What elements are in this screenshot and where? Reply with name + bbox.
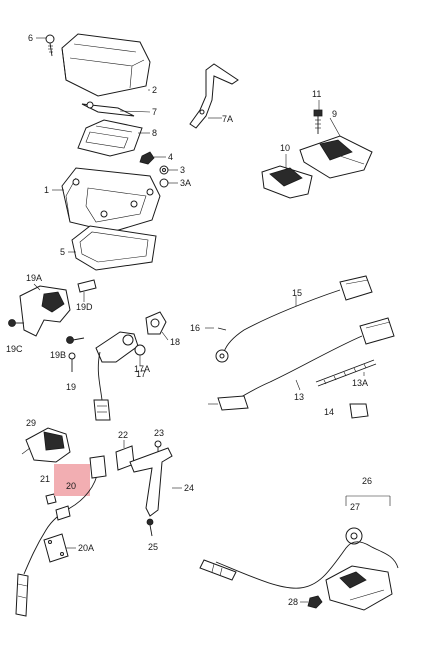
grommet-27-icon [345,527,363,545]
plug-15-icon [223,275,373,353]
callout-19a: 19A [26,273,42,283]
clip-14-icon [349,403,369,419]
plug-13-icon [208,317,395,411]
callout-6: 6 [28,33,33,43]
callout-2: 2 [152,85,157,95]
bracket-7a-icon [189,63,239,129]
clip-21-icon [45,493,57,505]
sensor-assembly-17 [8,279,169,421]
callout-23: 23 [154,428,164,438]
nut-3-icon [159,165,169,175]
callout-17: 17 [136,369,146,379]
sensor-20-icon [15,455,107,617]
oring-17a-icon [134,344,146,366]
screw-6-icon [45,34,55,57]
callout-19: 19 [66,382,76,392]
callout-7: 7 [152,107,157,117]
callout-13: 13 [294,392,304,402]
callout-22: 22 [118,430,128,440]
callout-1: 1 [44,185,49,195]
relay-10-icon [261,154,313,199]
callout-labels: 6 2 7 7A 8 4 3 3A 1 5 11 9 10 19A 19D 19… [6,33,372,607]
callout-29: 29 [26,418,36,428]
callout-26: 26 [362,476,372,486]
connector-16-icon [205,327,229,363]
screw-19c-icon [8,319,24,327]
callout-19b: 19B [50,350,66,360]
callout-27: 27 [350,502,360,512]
sensor-assembly-26 [199,495,399,611]
callout-3a: 3A [180,178,191,188]
callout-14: 14 [324,407,334,417]
callout-28: 28 [288,597,298,607]
callout-7a: 7A [222,114,233,124]
bolt-11-icon [313,100,323,134]
bracket-19a-icon [19,283,71,337]
callout-4: 4 [168,152,173,162]
housing-1-icon [61,167,161,233]
clip-7-icon [81,101,135,117]
callout-24: 24 [184,483,194,493]
callout-10: 10 [280,143,290,153]
sensor-assembly-20 [15,427,182,617]
seal-5-icon [71,225,157,271]
callout-19d: 19D [76,302,93,312]
bolt-25-icon [146,518,154,537]
callout-25: 25 [148,542,158,552]
ecu-box-assembly [36,33,178,271]
sensor-26-icon [199,541,399,611]
washer-18-icon [145,311,169,341]
callout-3: 3 [180,165,185,175]
callout-13a: 13A [352,378,368,388]
callout-21: 21 [40,474,50,484]
callout-18: 18 [170,337,180,347]
screw-19b-icon [66,336,85,344]
nut-28-icon [300,595,323,609]
callout-17a: 17A [134,364,150,374]
bracket-24-icon [129,447,182,517]
sleeve-13a-icon [315,359,377,387]
bolt-19-icon [68,352,76,372]
callout-8: 8 [152,128,157,138]
nut-4-icon [139,151,155,165]
callout-11: 11 [312,89,321,99]
callout-15: 15 [292,288,302,298]
sensor-17-icon [93,331,139,421]
ecu-8-icon [77,119,143,157]
bracket-9-icon [299,117,373,179]
relay-assembly [261,100,373,199]
callout-9: 9 [332,109,337,119]
lambda-sensor-cable [205,275,395,419]
callout-16: 16 [190,323,200,333]
highlight-20 [54,464,90,496]
callout-19c: 19C [6,344,23,354]
callout-20a: 20A [78,543,94,553]
washer-3a-icon [159,178,169,188]
callout-20: 20 [66,481,76,491]
cover-2-icon [61,33,151,97]
bracket-29-icon [21,427,71,463]
clip-19d-icon [77,279,97,302]
holder-20a-icon [43,533,76,563]
callout-5: 5 [60,247,65,257]
